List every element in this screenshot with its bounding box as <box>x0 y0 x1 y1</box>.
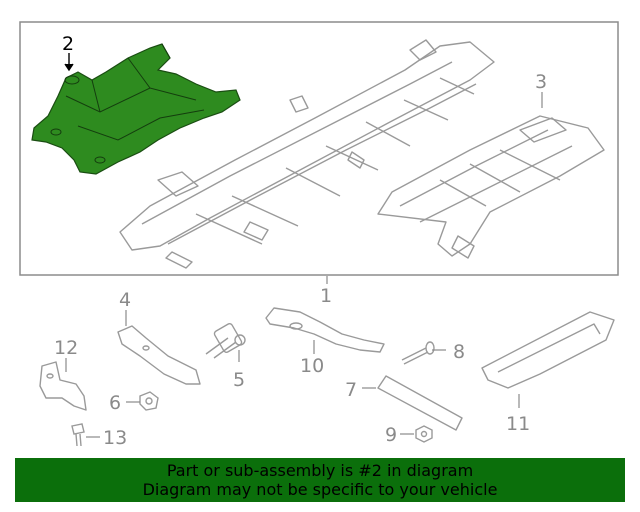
shield-part-11[interactable] <box>481 311 615 389</box>
banner-line-1: Part or sub-assembly is #2 in diagram <box>166 461 474 480</box>
front-subframe-part-2[interactable] <box>31 43 241 175</box>
strip-part-7[interactable] <box>377 375 463 431</box>
info-banner: Part or sub-assembly is #2 in diagram Di… <box>15 458 625 502</box>
callout-1: 1 <box>320 285 332 307</box>
callout-7: 7 <box>345 379 357 401</box>
nut-part-9[interactable] <box>415 425 433 443</box>
callout-13: 13 <box>103 427 127 449</box>
subframe-detail-lines <box>50 43 205 164</box>
reinforcement-part-10[interactable] <box>265 307 385 353</box>
bolt-set-part-5[interactable] <box>205 323 246 359</box>
callout-leaders <box>65 92 543 438</box>
callout-9: 9 <box>385 424 397 446</box>
rear-frame-drawing <box>377 115 605 259</box>
frame-rails-drawing <box>119 39 495 269</box>
callout-3: 3 <box>535 71 547 93</box>
bracket-part-12[interactable] <box>39 361 87 411</box>
callout-2[interactable]: 2 <box>62 33 74 55</box>
subframe-body <box>31 43 241 175</box>
callout-12: 12 <box>54 337 78 359</box>
banner-line-2: Diagram may not be specific to your vehi… <box>142 480 498 499</box>
bolt-part-8[interactable] <box>401 341 435 365</box>
bracket-part-4[interactable] <box>117 325 201 385</box>
callout-leader-active <box>64 53 74 72</box>
bolt-part-13[interactable] <box>71 423 85 447</box>
callout-4: 4 <box>119 289 131 311</box>
callout-6: 6 <box>109 392 121 414</box>
nut-part-6[interactable] <box>139 391 159 411</box>
callout-10: 10 <box>300 355 324 377</box>
callout-8: 8 <box>453 341 465 363</box>
callout-5: 5 <box>233 369 245 391</box>
callout-11: 11 <box>506 413 530 435</box>
